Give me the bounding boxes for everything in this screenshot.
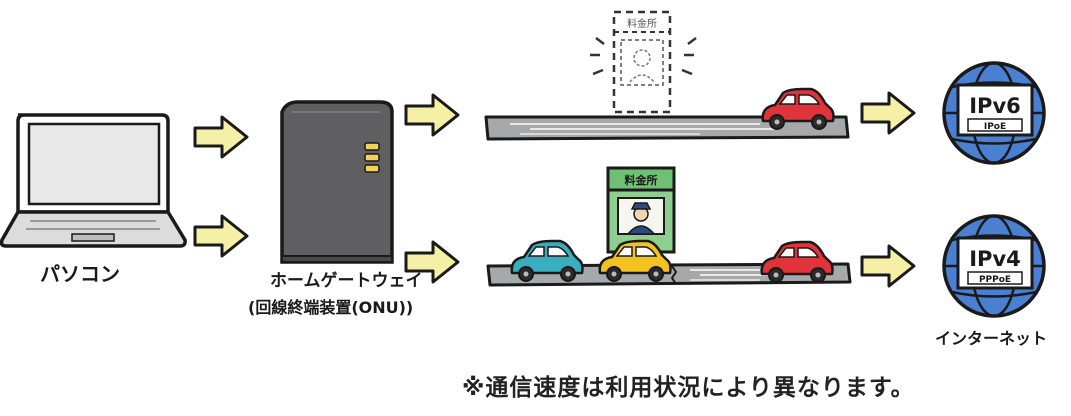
arrow-pc-to-gateway-upper — [193, 115, 249, 159]
internet-label: インターネット — [935, 329, 1048, 348]
ipoe-road — [484, 115, 850, 141]
pppoe-booth-sign: 料金所 — [625, 173, 658, 187]
home-gateway-label: ホームゲートウェイ — [270, 271, 423, 291]
ipoe-booth-sign: 料金所 — [627, 17, 657, 30]
home-gateway-device — [280, 100, 394, 264]
ipoe-label: IPoE — [984, 122, 1006, 132]
speed-note: ※通信速度は利用状況により異なります。 — [462, 375, 915, 401]
gateway-led-3 — [364, 164, 380, 173]
toll-attendant — [626, 202, 656, 235]
pppoe-tollbooth: 料金所 — [606, 166, 676, 254]
ipv4-globe-icon: IPv4 PPPoE — [942, 214, 1046, 318]
arrow-pc-to-gateway-lower — [193, 214, 249, 258]
laptop-icon — [0, 113, 187, 248]
pc-label: パソコン — [40, 262, 120, 286]
arrow-ipoe-to-internet — [860, 91, 916, 135]
arrow-pppoe-to-internet — [860, 244, 916, 288]
ipv6-globe-icon: IPv6 IPoE — [942, 61, 1046, 165]
arrow-gateway-to-ipoe — [404, 93, 460, 137]
ipv6-label: IPv6 — [969, 94, 1021, 118]
gateway-led-1 — [364, 142, 380, 151]
ipoe-dashed-tollbooth: 料金所 — [590, 10, 697, 114]
ipv4-label: IPv4 — [969, 247, 1021, 271]
onu-label: (回線終端装置(ONU)) — [248, 298, 414, 317]
gateway-led-2 — [364, 153, 380, 162]
pppoe-label: PPPoE — [979, 275, 1011, 285]
